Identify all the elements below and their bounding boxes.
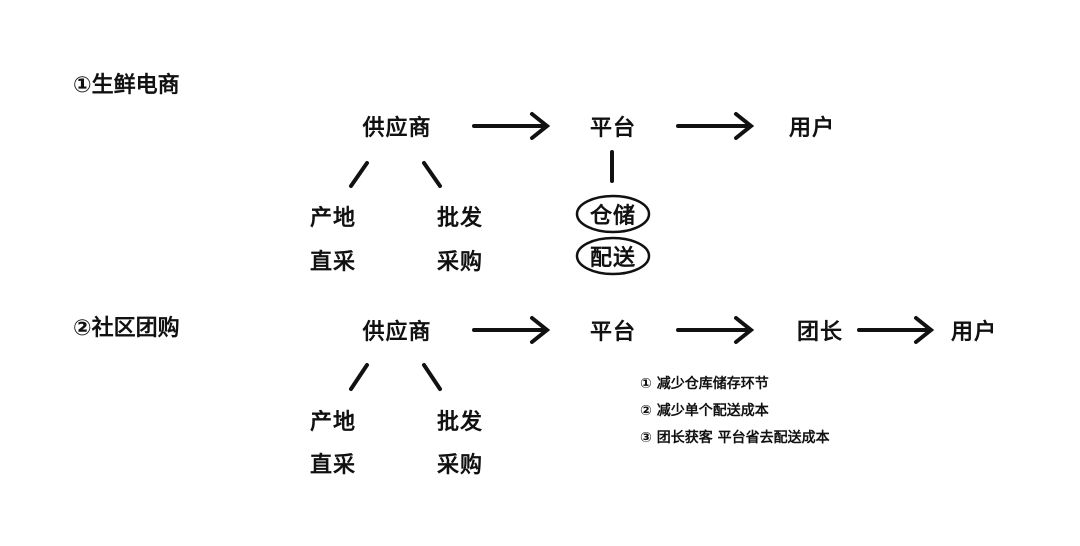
warehouse-label: 仓储 (589, 204, 637, 229)
source-left-2-line2: 直采 (309, 453, 357, 478)
branch-right-1 (422, 161, 442, 188)
arrow-platform-leader-2 (676, 316, 755, 344)
leader-node: 团长 (796, 320, 844, 345)
section1-title: ①生鲜电商 (73, 73, 180, 98)
source-left-line1: 产地 (309, 206, 357, 231)
branch-left-2 (349, 363, 369, 391)
supplier-node: 供应商 (362, 116, 432, 141)
arrow-supplier-platform-1 (472, 112, 551, 140)
source-left-line2: 直采 (309, 250, 357, 275)
note-1: ① 减少仓库储存环节 (640, 376, 769, 392)
platform-node-2: 平台 (589, 320, 637, 345)
arrow-supplier-platform-2 (472, 316, 551, 344)
note-2: ② 减少单个配送成本 (640, 403, 769, 419)
circle-delivery (575, 236, 651, 276)
source-right-2-line2: 采购 (436, 453, 484, 478)
note-3: ③ 团长获客 平台省去配送成本 (640, 430, 830, 446)
arrow-leader-user-2 (857, 316, 935, 344)
delivery-label: 配送 (589, 246, 637, 271)
section2-title: ②社区团购 (73, 316, 180, 341)
source-right-2-line1: 批发 (436, 410, 484, 435)
user-node-2: 用户 (950, 320, 998, 345)
branch-right-2 (422, 363, 442, 391)
arrow-platform-user-1 (676, 112, 755, 140)
supplier-node-2: 供应商 (362, 320, 432, 345)
source-right-line1: 批发 (436, 206, 484, 231)
source-right-line2: 采购 (436, 250, 484, 275)
platform-node: 平台 (589, 116, 637, 141)
user-node: 用户 (788, 116, 836, 141)
branch-left-1 (349, 161, 369, 188)
source-left-2-line1: 产地 (309, 410, 357, 435)
circle-warehouse (575, 194, 651, 234)
